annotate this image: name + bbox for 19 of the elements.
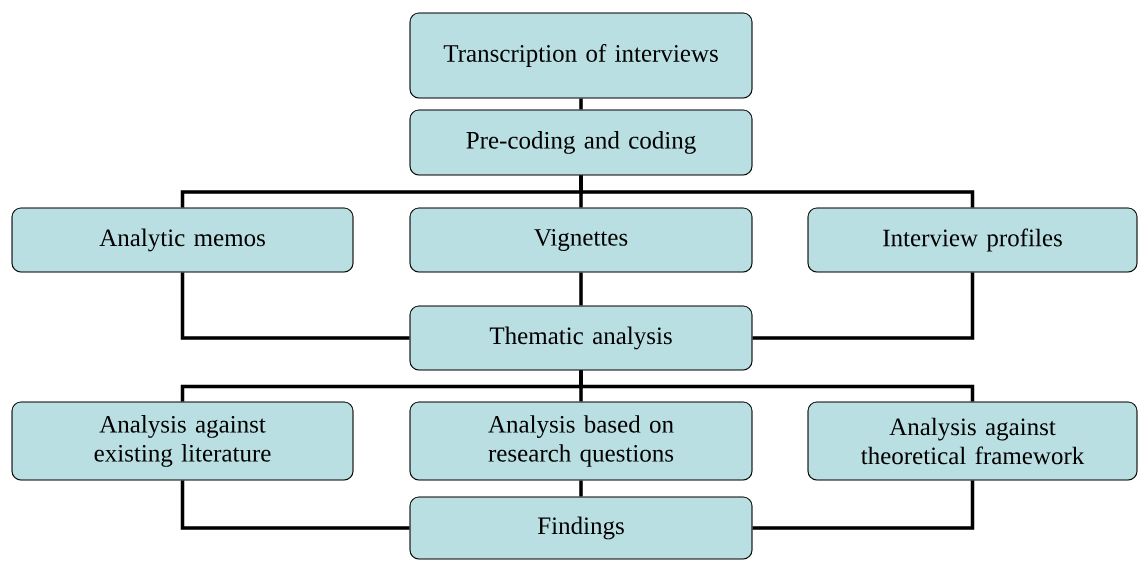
connector-line [180,272,410,340]
process-box: Pre-coding and coding [409,109,753,176]
process-box: Analytic memos [11,207,354,273]
process-box: Transcription of interviews [409,12,753,99]
process-box: Analysis against theoretical framework [807,401,1138,481]
process-box: Findings [409,496,753,560]
connector-line [752,480,975,530]
connector-line [579,98,583,110]
process-box: Thematic analysis [409,305,753,371]
process-box: Interview profiles [807,207,1138,273]
connector-line [180,480,410,530]
process-box: Analysis against existing literature [11,401,354,481]
process-box: Vignettes [409,207,753,273]
connector-line [579,480,583,497]
connector-line [579,175,975,208]
connector-line [579,370,975,402]
process-box: Analysis based on research questions [409,401,753,481]
connector-line [752,272,975,340]
connector-line [579,272,583,306]
